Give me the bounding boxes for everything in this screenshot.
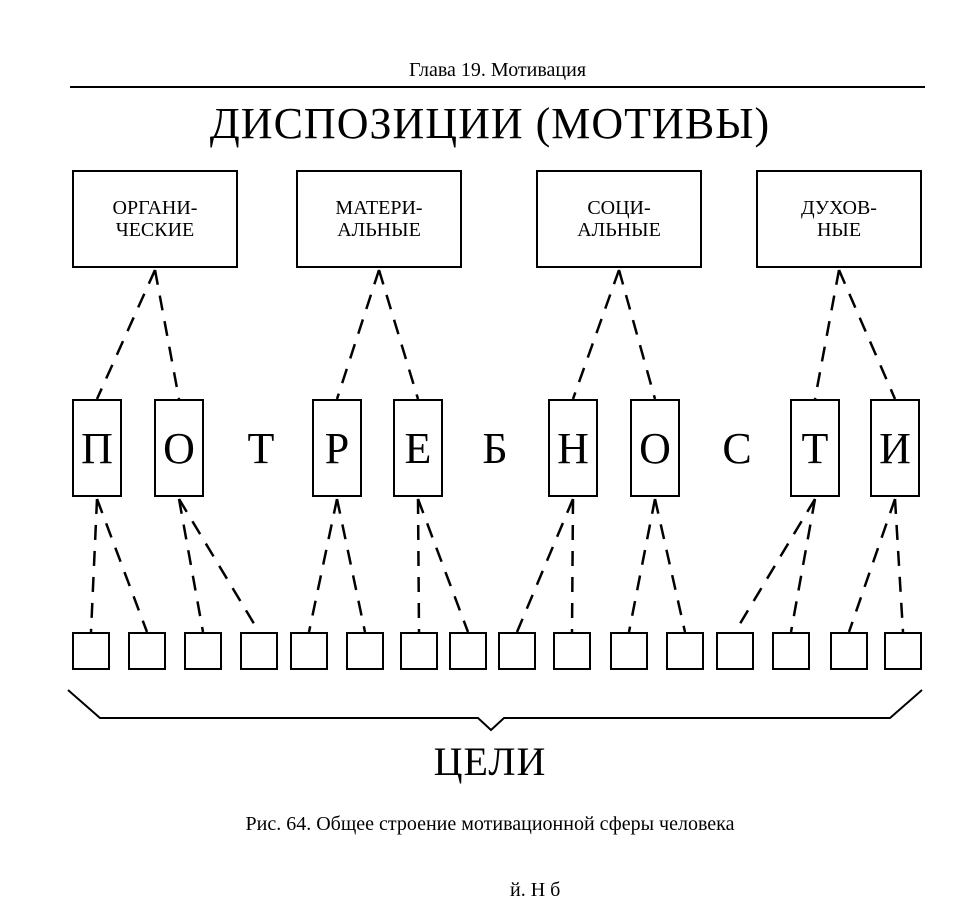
dashed-connector: [89, 498, 99, 633]
need-letter-5: Е: [393, 399, 443, 497]
category-organic: ОРГАНИ- ЧЕСКИЕ: [72, 170, 238, 268]
need-letter-2: О: [154, 399, 204, 497]
dashed-connector: [733, 498, 817, 633]
goal-box: [290, 632, 328, 670]
need-letter-9: С: [712, 399, 762, 497]
goal-box: [553, 632, 591, 670]
goal-box: [772, 632, 810, 670]
dashed-connector: [335, 498, 367, 633]
header-rule: [70, 86, 925, 88]
goal-box: [830, 632, 868, 670]
dashed-connector: [837, 269, 897, 400]
goal-box: [884, 632, 922, 670]
category-social: СОЦИ- АЛЬНЫЕ: [536, 170, 702, 268]
dashed-connector: [570, 498, 575, 633]
goal-box: [610, 632, 648, 670]
goals-label: ЦЕЛИ: [433, 739, 547, 784]
need-letter-11: И: [870, 399, 920, 497]
running-header: Глава 19. Мотивация: [408, 59, 587, 81]
dashed-connector: [335, 269, 381, 400]
need-letter-10: Т: [790, 399, 840, 497]
need-letter-4: Р: [312, 399, 362, 497]
category-label: ОРГАНИ- ЧЕСКИЕ: [112, 197, 198, 241]
dashed-connector: [813, 269, 841, 400]
goal-box: [449, 632, 487, 670]
need-letter-7: Н: [548, 399, 598, 497]
category-spiritual: ДУХОВ- НЫЕ: [756, 170, 922, 268]
dashed-connector: [893, 498, 905, 633]
goal-box: [184, 632, 222, 670]
dashed-connector: [627, 498, 657, 633]
page-text-fragment: й. Н б: [510, 879, 561, 901]
dashed-connector: [95, 269, 157, 400]
category-material: МАТЕРИ- АЛЬНЫЕ: [296, 170, 462, 268]
goal-box: [716, 632, 754, 670]
dashed-connector: [571, 269, 621, 400]
dashed-connector: [95, 498, 149, 633]
dashed-connector: [789, 498, 817, 633]
dashed-connector: [307, 498, 339, 633]
dashed-connector: [847, 498, 897, 633]
diagram-title: ДИСПОЗИЦИИ (МОТИВЫ): [209, 99, 771, 148]
goal-box: [498, 632, 536, 670]
need-letter-1: П: [72, 399, 122, 497]
category-label: ДУХОВ- НЫЕ: [801, 197, 877, 241]
goal-box: [128, 632, 166, 670]
category-label: МАТЕРИ- АЛЬНЫЕ: [335, 197, 423, 241]
goal-box: [346, 632, 384, 670]
dashed-connector: [617, 269, 657, 400]
dashed-connector: [177, 498, 261, 633]
dashed-connector: [653, 498, 687, 633]
dashed-connector: [416, 498, 421, 633]
goal-box: [400, 632, 438, 670]
dashed-connector: [177, 498, 205, 633]
goal-box: [666, 632, 704, 670]
goals-brace: [67, 689, 923, 732]
dashed-connector: [153, 269, 181, 400]
dashed-connector: [416, 498, 470, 633]
dashed-connector: [377, 269, 420, 400]
need-letter-8: О: [630, 399, 680, 497]
figure-caption: Рис. 64. Общее строение мотивационной сф…: [245, 813, 735, 835]
need-letter-6: Б: [470, 399, 520, 497]
dashed-connector: [515, 498, 575, 633]
goal-box: [240, 632, 278, 670]
goal-box: [72, 632, 110, 670]
need-letter-3: Т: [236, 399, 286, 497]
category-label: СОЦИ- АЛЬНЫЕ: [577, 197, 661, 241]
